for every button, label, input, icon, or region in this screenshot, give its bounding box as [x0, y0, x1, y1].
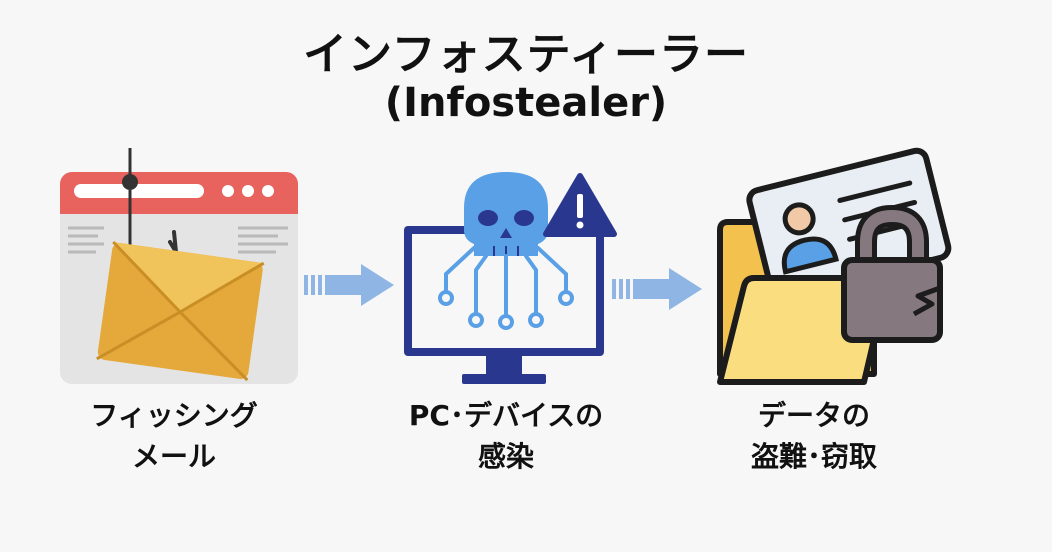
title-english: (Infostealer) — [384, 80, 668, 127]
step-caption-phishing: フィッシング メール — [24, 396, 324, 477]
arrow-right-icon — [612, 266, 704, 312]
arrow-right-icon — [304, 262, 396, 308]
phishing-email-icon — [52, 148, 304, 388]
infected-pc-skull-icon — [400, 168, 617, 390]
step-caption-line: 感染 — [477, 439, 534, 473]
step-caption-line: PC･デバイスの — [408, 399, 604, 432]
step-caption-line: 盗難･窃取 — [750, 439, 877, 473]
diagram-title: インフォスティーラー (Infostealer) — [0, 30, 1052, 126]
step-caption-data-theft: データの 盗難･窃取 — [664, 396, 964, 477]
step-caption-line: データの — [757, 399, 870, 432]
step-caption-infection: PC･デバイスの 感染 — [356, 396, 656, 477]
locked-folder-id-card-icon — [712, 146, 952, 394]
step-caption-line: メール — [131, 439, 216, 473]
step-caption-line: フィッシング — [90, 399, 258, 432]
title-japanese: インフォスティーラー — [302, 29, 750, 80]
